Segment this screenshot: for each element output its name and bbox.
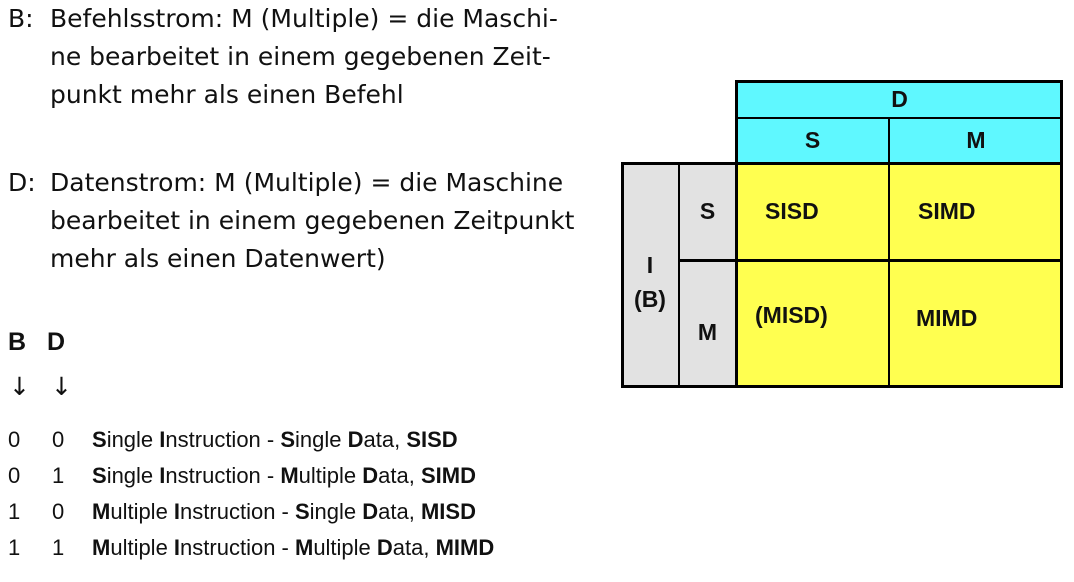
- table-divider: [621, 162, 1063, 165]
- table-border: [621, 385, 1063, 388]
- cell-misd: (MISD): [736, 260, 889, 388]
- cell-sisd: SISD: [736, 163, 889, 260]
- d-sub-s-cell: S: [736, 118, 889, 163]
- cell-mimd: MIMD: [889, 260, 1063, 388]
- cell-simd: SIMD: [889, 163, 1063, 260]
- row-b-value: 1: [8, 535, 21, 560]
- flynn-classification-table: D S M I (B) S M SISD SIMD (MISD) MIMD: [621, 80, 1063, 388]
- row-d-value: 1: [52, 535, 65, 560]
- table-divider: [679, 259, 1063, 262]
- table-divider: [736, 117, 1063, 119]
- table-border: [1060, 80, 1063, 388]
- paragraph-b-line-3: punkt mehr als einen Befehl: [50, 80, 404, 109]
- row-b-value: 0: [8, 463, 21, 488]
- arrow-down-icon: ↓: [9, 372, 30, 401]
- row-d-value: 0: [52, 499, 65, 524]
- d-sub-m-cell: M: [889, 118, 1063, 163]
- row-description: Multiple Instruction - Single Data, MISD: [92, 499, 476, 524]
- paragraph-d: D: Datenstrom: M (Multiple) = die Maschi…: [8, 164, 604, 278]
- column-b-label: B: [8, 328, 27, 356]
- row-description: Multiple Instruction - Multiple Data, MI…: [92, 535, 495, 560]
- table-divider: [888, 118, 890, 388]
- d-header-cell: D: [736, 80, 1063, 118]
- table-border: [621, 162, 624, 388]
- paragraph-d-line-1: Datenstrom: M (Multiple) = die Maschine: [50, 168, 564, 197]
- i-header-cell: I (B): [621, 163, 679, 388]
- row-description: Single Instruction - Multiple Data, SIMD: [92, 463, 476, 488]
- paragraph-d-line-2: bearbeitet in einem gegebenen Zeitpunkt: [50, 206, 575, 235]
- i-sub-m-cell: M: [679, 260, 736, 388]
- i-header-b-label: (B): [634, 286, 666, 312]
- paragraph-b-line-1: Befehlsstrom: M (Multiple) = die Maschi-: [50, 4, 558, 33]
- paragraph-d-prefix: D:: [8, 168, 36, 197]
- row-d-value: 1: [52, 463, 65, 488]
- row-b-value: 0: [8, 427, 21, 452]
- i-header-label: I: [646, 252, 654, 278]
- i-sub-s-cell: S: [679, 163, 736, 260]
- arrow-down-icon: ↓: [51, 372, 72, 401]
- row-description: Single Instruction - Single Data, SISD: [92, 427, 458, 452]
- row-d-value: 0: [52, 427, 65, 452]
- paragraph-b: B: Befehlsstrom: M (Multiple) = die Masc…: [8, 0, 604, 114]
- table-divider: [678, 162, 680, 388]
- table-divider: [735, 80, 738, 388]
- paragraph-d-line-3: mehr als einen Datenwert): [50, 244, 386, 273]
- column-d-label: D: [47, 328, 66, 356]
- row-b-value: 1: [8, 499, 21, 524]
- table-border: [736, 80, 1063, 83]
- paragraph-b-prefix: B:: [8, 4, 34, 33]
- paragraph-b-line-2: ne bearbeitet in einem gegebenen Zeit-: [50, 42, 551, 71]
